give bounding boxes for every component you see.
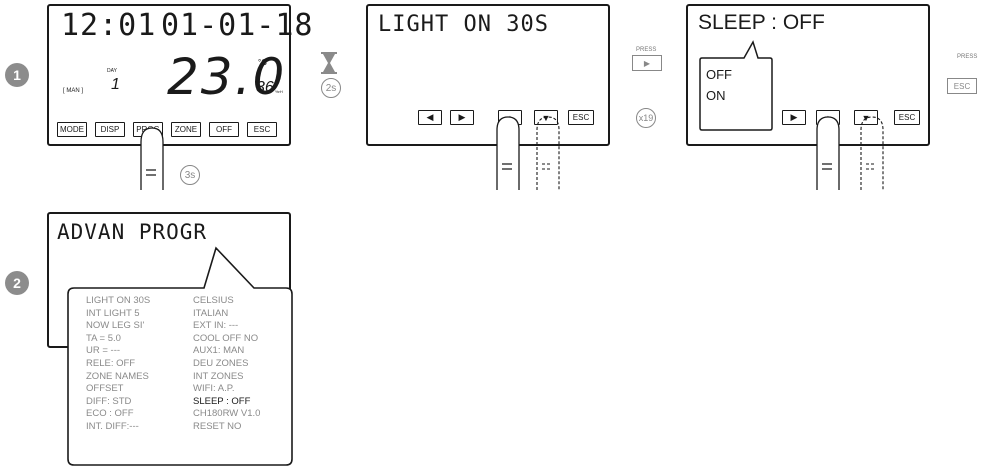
humidity-unit: %rH [275,89,283,94]
display-text: ADVAN PROGR [57,220,208,244]
left-arrow-key[interactable]: ◀ [418,110,442,125]
menu-item[interactable]: INT. DIFF:--- [86,420,139,432]
press-esc-key: ESC [947,78,977,94]
time-readout: 12:01 [61,8,157,43]
menu-item[interactable]: ZONE NAMES [86,370,149,382]
right-arrow-icon: ▶ [458,112,466,122]
humidity-readout: 36 [256,79,274,96]
option-off[interactable]: OFF [706,67,732,82]
menu-item[interactable]: CELSIUS [193,295,234,306]
down-arrow-icon: ▼ [861,112,871,123]
day-value: 1 [111,76,120,93]
disp-key[interactable]: DISP [95,122,125,137]
thermostat-display-main: 12:01 01-01-18 DAY [ MAN ] 1 23.0 °C 36 … [47,4,313,146]
press-count-indicator: x19 [636,108,656,128]
menu-item[interactable]: EXT IN: --- [193,320,239,332]
option-on[interactable]: ON [706,88,726,103]
menu-item[interactable]: TA = 5.0 [86,332,121,344]
right-arrow-key[interactable]: ▶ [450,110,474,125]
menu-item[interactable]: RESET NO [193,420,242,432]
hold-time-indicator: 3s [180,165,200,185]
mode-key[interactable]: MODE [57,122,87,137]
up-arrow-key[interactable]: ▲ [816,110,840,125]
right-arrow-icon: ▶ [790,112,798,122]
step-1-badge: 1 [5,63,29,87]
menu-item[interactable]: DEU ZONES [193,357,249,369]
temperature-unit: °C [258,58,267,67]
up-arrow-icon: ▲ [505,112,515,123]
right-arrow-icon: ▶ [643,58,651,68]
down-arrow-key[interactable]: ▼ [534,110,558,125]
day-label: DAY [107,68,117,74]
menu-item[interactable]: AUX1: MAN [193,345,245,357]
down-arrow-icon: ▼ [541,112,551,123]
press-label: PRESS [957,54,978,60]
menu-item-selected[interactable]: SLEEP : OFF [193,395,251,407]
up-arrow-icon: ▲ [823,112,833,123]
esc-key[interactable]: ESC [568,110,594,125]
menu-item[interactable]: WIFI: A.P. [193,383,235,395]
temperature-readout: 23.0 [167,48,287,106]
wait-time-indicator: 2s [321,78,341,98]
off-key[interactable]: OFF [209,122,239,137]
menu-item[interactable]: INT LIGHT 5 [86,307,140,319]
menu-item[interactable]: ECO : OFF [86,408,134,420]
menu-item[interactable]: CH180RW V1.0 [193,408,261,420]
display-text: LIGHT ON 30S [378,12,549,37]
date-readout: 01-01-18 [161,8,314,43]
menu-item[interactable]: DIFF: STD [86,395,132,407]
display-text: SLEEP : OFF [698,11,825,34]
menu-column-right: CELSIUS ITALIAN EXT IN: --- COOL OFF NO … [193,295,260,434]
press-right-key: ▶ [632,55,662,71]
menu-item[interactable]: NOW LEG SI' [86,320,145,332]
esc-key[interactable]: ESC [894,110,920,125]
menu-column-left: LIGHT ON 30S INT LIGHT 5 NOW LEG SI' TA … [86,295,150,434]
up-arrow-key[interactable]: ▲ [498,110,522,125]
menu-item[interactable]: COOL OFF NO [193,332,259,344]
prog-key[interactable]: PROG [133,122,163,137]
mode-indicator: [ MAN ] [63,88,84,94]
menu-item[interactable]: RELE: OFF [86,357,136,369]
menu-item[interactable]: OFFSET [86,383,124,395]
thermostat-display-light: LIGHT ON 30S ◀ ▶ ▲ ▼ ESC [366,4,610,146]
right-arrow-key[interactable]: ▶ [782,110,806,125]
menu-item[interactable]: INT ZONES [193,370,244,382]
down-arrow-key[interactable]: ▼ [854,110,878,125]
menu-item[interactable]: UR = --- [86,345,121,357]
press-label: PRESS [636,47,657,53]
menu-item[interactable]: ITALIAN [193,307,229,319]
menu-item[interactable]: LIGHT ON 30S [86,295,151,306]
left-arrow-icon: ◀ [426,112,434,122]
zone-key[interactable]: ZONE [171,122,201,137]
esc-key[interactable]: ESC [247,122,277,137]
step-2-badge: 2 [5,271,29,295]
